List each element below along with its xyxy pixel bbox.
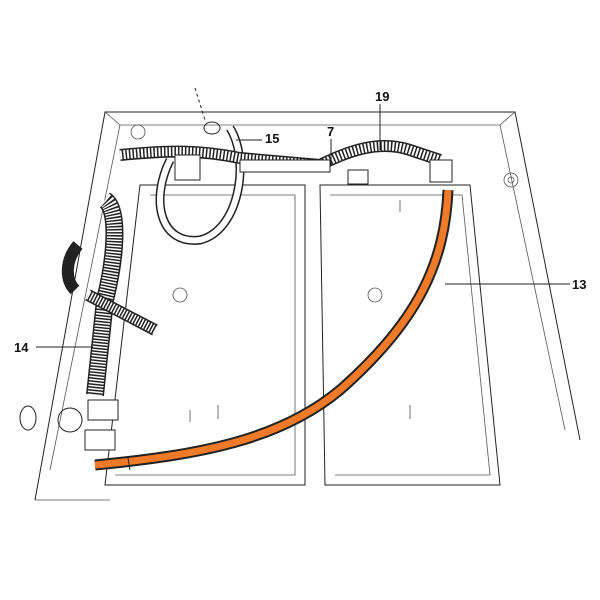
callout-15: 15 [265, 131, 280, 146]
battery-right [319, 184, 501, 486]
cable-top-corrugated [119, 139, 453, 185]
callout-13: 13 [572, 277, 587, 292]
callout-19: 19 [375, 89, 390, 104]
callout-7: 7 [327, 124, 335, 139]
battery-left [104, 184, 306, 486]
battery-compartment [34, 111, 581, 501]
cable-13-fill [94, 189, 452, 469]
cable-14-corrugated [19, 192, 158, 451]
cable-13-highlighted [94, 189, 454, 471]
callout-14: 14 [14, 340, 29, 355]
leader-lines [36, 104, 570, 348]
